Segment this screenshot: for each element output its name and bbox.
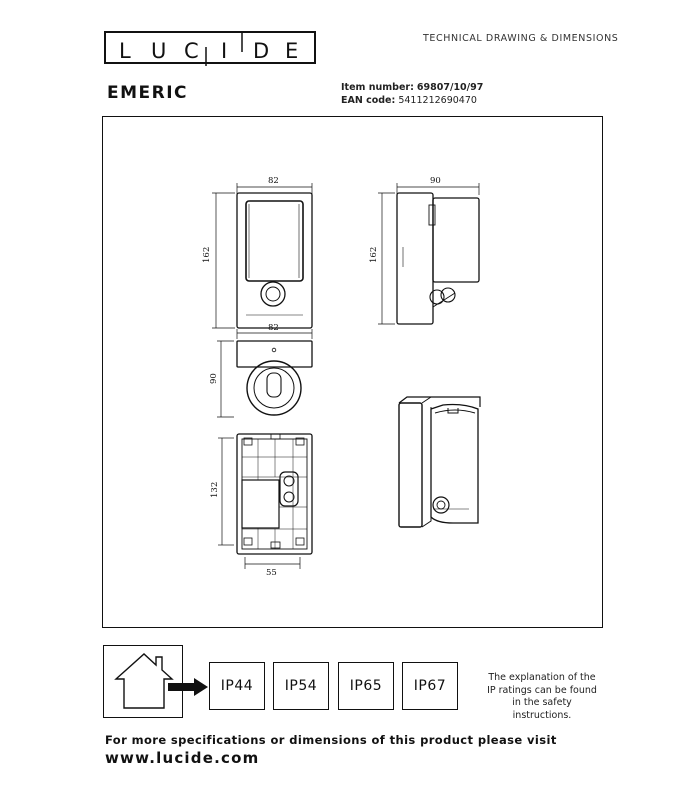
ip-rating-ip54: IP54 [273,662,329,710]
logo-letter-e: E [285,39,298,63]
top-view [217,329,313,418]
ip-note-line: instructions. [512,709,572,721]
logo-letter-d: D [253,39,269,63]
brand-logo: L U C I D E [104,31,316,66]
dim-side-depth: 90 [430,176,441,186]
item-number-label: Item number: [341,82,414,93]
footer-text: For more specifications or dimensions of… [105,733,557,747]
technical-drawing-frame: 82 162 90 162 82 90 132 55 [102,116,603,628]
front-view [212,183,313,329]
product-name: EMERIC [107,83,189,103]
document-type: TECHNICAL DRAWING & DIMENSIONS [423,33,619,44]
item-number-line: Item number: 69807/10/97 [341,82,483,93]
ean-label: EAN code: [341,95,396,106]
footer-website-link[interactable]: www.lucide.com [105,749,260,767]
dim-side-height: 162 [369,247,379,263]
dim-back-width: 55 [266,568,277,578]
technical-drawing: 82 162 90 162 82 90 132 55 [202,176,481,578]
ip-note-line: IP ratings can be found [487,684,597,696]
logo-wordmark: L U C I D E [119,33,298,66]
ean-value: 5411212690470 [398,95,477,106]
ip-rating-ip65: IP65 [338,662,394,710]
ip-rating-note: The explanation of the IP ratings can be… [480,672,604,722]
dim-top-depth: 90 [209,373,219,384]
logo-letter-l: L [119,39,131,63]
dim-front-height: 162 [202,247,212,263]
arrow-right-icon [168,678,208,696]
logo-letter-i: I [221,39,227,63]
back-view [218,433,313,569]
house-icon [114,653,174,709]
ip-rating-ip44: IP44 [209,662,265,710]
ip-note-line: The explanation of the [488,672,596,683]
ean-line: EAN code: 5411212690470 [341,95,477,106]
dim-front-width: 82 [268,176,279,186]
perspective-view [398,396,481,528]
ip-note-line: in the safety [512,697,572,708]
side-view [378,183,480,325]
logo-letter-c: C [184,39,199,63]
dim-back-height: 132 [210,482,220,498]
dim-top-width: 82 [268,323,279,333]
item-number-value: 69807/10/97 [416,82,484,93]
indoor-outdoor-box [103,645,183,718]
logo-letter-u: U [151,39,166,63]
ip-rating-ip67: IP67 [402,662,458,710]
